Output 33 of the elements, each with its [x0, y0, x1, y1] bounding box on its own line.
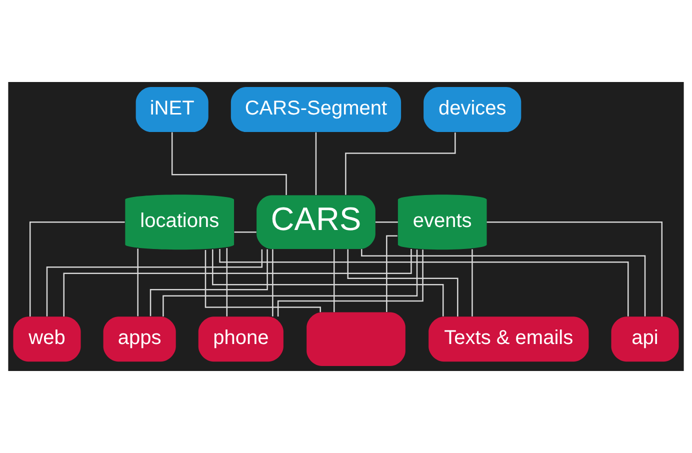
connector [137, 248, 138, 316]
connector [315, 132, 317, 195]
connector [234, 232, 256, 233]
node-box: web [13, 316, 81, 362]
node-box: CARS-Segment [230, 87, 402, 132]
connector [204, 250, 321, 312]
connector [361, 249, 646, 316]
connector [272, 249, 274, 316]
node-box: CARS [256, 195, 376, 250]
connector [171, 132, 287, 196]
connector [386, 235, 398, 312]
connector [486, 222, 663, 317]
node-box: apps [103, 316, 176, 362]
connector [212, 249, 444, 316]
connector [219, 249, 629, 316]
connector [29, 222, 125, 317]
node-box: phone [198, 316, 284, 362]
connector [472, 249, 473, 316]
connector [46, 249, 263, 316]
connector [162, 250, 418, 316]
node-box: Texts & emails [428, 316, 589, 362]
node-box: iNET [136, 87, 208, 132]
connector [63, 248, 412, 316]
connector [150, 249, 268, 316]
node-box: devices [424, 87, 522, 132]
connector [375, 222, 398, 223]
connector [347, 249, 458, 316]
node-box [306, 312, 406, 366]
connector [345, 132, 456, 195]
connector [277, 250, 424, 316]
connector [334, 249, 335, 312]
node-box: api [611, 316, 679, 362]
connector [226, 248, 228, 316]
